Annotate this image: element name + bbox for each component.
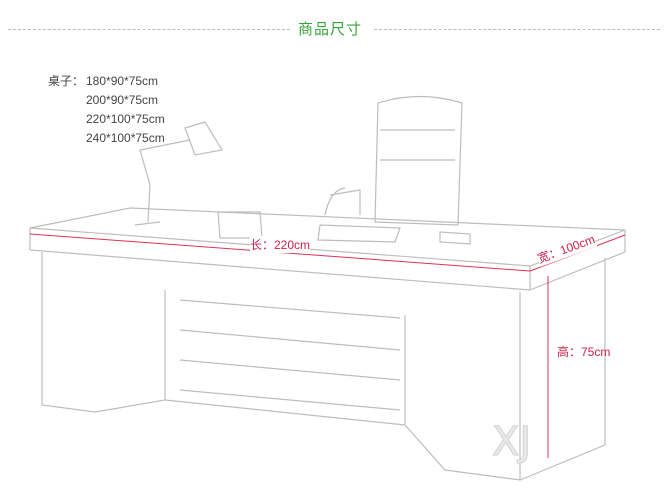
size-spec-list: 桌子：180*90*75cm 200*90*75cm 220*100*75cm … [48, 72, 165, 148]
desk-body [41, 252, 606, 481]
section-title: 商品尺寸 [298, 20, 363, 38]
drawers [179, 299, 401, 411]
chair [324, 95, 463, 226]
header-divider-left [8, 29, 290, 30]
length-label: 长：220cm [250, 236, 311, 253]
spec-size: 240*100*75cm [86, 131, 165, 145]
spec-label: 桌子： [48, 74, 85, 88]
spec-size: 180*90*75cm [86, 74, 159, 88]
watermark-logo: XJ [492, 419, 531, 465]
height-label: 高：75cm [557, 345, 611, 359]
spec-size: 220*100*75cm [86, 112, 165, 126]
spec-size: 200*90*75cm [86, 93, 159, 107]
desk-top-edge [29, 228, 626, 291]
lamp [134, 121, 223, 226]
header-divider-right [374, 29, 660, 30]
